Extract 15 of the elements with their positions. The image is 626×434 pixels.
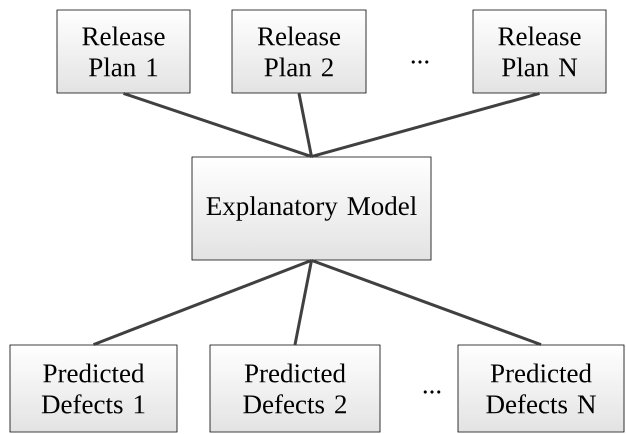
ellipsis: ... <box>412 60 428 64</box>
connector-line <box>298 93 313 157</box>
model-box: Release Plan 1 <box>56 10 190 94</box>
model-box: Predicted Defects 1 <box>10 344 178 432</box>
connector-line <box>92 259 312 346</box>
model-box: Predicted Defects 2 <box>210 344 380 432</box>
connector-line <box>311 92 540 158</box>
model-box: Release Plan N <box>472 10 606 94</box>
model-box: Predicted Defects N <box>458 344 624 432</box>
model-box: Explanatory Model <box>192 156 432 260</box>
connector-line <box>123 92 312 158</box>
connector-line <box>294 260 313 345</box>
ellipsis: ... <box>424 390 440 394</box>
connector-line <box>310 259 542 346</box>
model-box: Release Plan 2 <box>232 10 366 94</box>
